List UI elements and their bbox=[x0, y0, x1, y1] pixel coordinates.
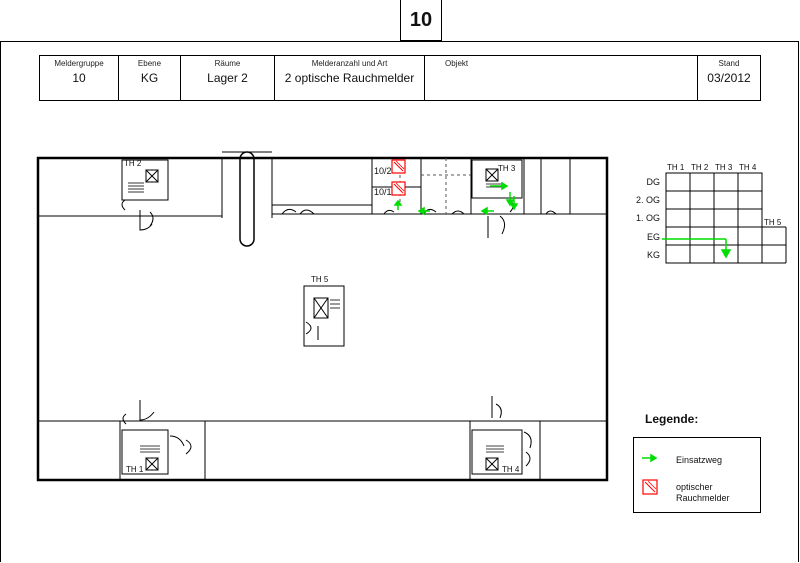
ebene-value: KG bbox=[140, 71, 159, 85]
grid-col-th2: TH 2 bbox=[691, 163, 709, 172]
stair-th3 bbox=[471, 159, 523, 199]
meldergruppe-label: Meldergruppe bbox=[54, 59, 104, 68]
legend-detector-label-1: optischer bbox=[676, 482, 713, 492]
raeume-value: Lager 2 bbox=[207, 71, 248, 85]
lift-th2 bbox=[145, 169, 159, 183]
level-grid bbox=[665, 172, 787, 264]
shaft bbox=[239, 151, 255, 247]
lift-th4 bbox=[485, 457, 499, 471]
legend-box: Einsatzweg optischer Rauchmelder bbox=[633, 437, 761, 513]
raeume-cell: Räume Lager 2 bbox=[181, 56, 275, 100]
page-frame bbox=[0, 41, 799, 562]
label-th2: TH 2 bbox=[124, 159, 142, 168]
detector-label-10-1: 10/1 bbox=[374, 187, 392, 197]
ebene-label: Ebene bbox=[137, 59, 162, 68]
title-block: Meldergruppe 10 Ebene KG Räume Lager 2 M… bbox=[39, 55, 761, 101]
meldergruppe-value: 10 bbox=[72, 71, 86, 85]
stair-th2 bbox=[121, 159, 169, 201]
smoke-detector-10-2-icon bbox=[391, 159, 406, 174]
building-outline bbox=[36, 156, 609, 482]
grid-row-dg: DG bbox=[647, 177, 661, 187]
stair-th1 bbox=[121, 429, 169, 475]
meldergruppe-cell: Meldergruppe 10 bbox=[40, 56, 119, 100]
label-th1: TH 1 bbox=[126, 465, 144, 474]
lift-th5 bbox=[313, 297, 329, 319]
legend-title: Legende: bbox=[645, 412, 699, 426]
melderanzahl-label: Melderanzahl und Art bbox=[311, 59, 388, 68]
stair-th5 bbox=[303, 285, 345, 347]
lift-th3 bbox=[485, 168, 499, 182]
legend-smoke-detector-icon bbox=[642, 479, 658, 495]
melderanzahl-cell: Melderanzahl und Art 2 optische Rauchmel… bbox=[275, 56, 425, 100]
objekt-cell: Objekt bbox=[425, 56, 698, 100]
label-th4: TH 4 bbox=[502, 465, 520, 474]
detector-label-10-2: 10/2 bbox=[374, 166, 392, 176]
legend-route-arrow-icon bbox=[642, 453, 658, 463]
grid-row-1og: 1. OG bbox=[636, 213, 660, 223]
page-number: 10 bbox=[400, 0, 442, 41]
stand-cell: Stand 03/2012 bbox=[698, 56, 760, 100]
melderanzahl-value: 2 optische Rauchmelder bbox=[284, 71, 415, 85]
grid-row-eg: EG bbox=[647, 232, 660, 242]
legend-detector-label-2: Rauchmelder bbox=[676, 493, 730, 503]
lift-th1 bbox=[145, 457, 159, 471]
smoke-detector-10-1-icon bbox=[391, 181, 406, 196]
route-arrows bbox=[393, 181, 519, 216]
stand-value: 03/2012 bbox=[707, 71, 751, 85]
label-th3: TH 3 bbox=[498, 164, 516, 173]
objekt-label: Objekt bbox=[445, 59, 469, 68]
grid-col-th5: TH 5 bbox=[764, 218, 782, 227]
label-th5: TH 5 bbox=[311, 275, 329, 284]
legend-route-label: Einsatzweg bbox=[676, 455, 723, 465]
grid-col-th1: TH 1 bbox=[667, 163, 685, 172]
grid-route-arrow bbox=[662, 238, 732, 259]
grid-col-th4: TH 4 bbox=[739, 163, 757, 172]
raeume-label: Räume bbox=[214, 59, 241, 68]
grid-row-kg: KG bbox=[647, 250, 660, 260]
grid-row-2og: 2. OG bbox=[636, 195, 660, 205]
ebene-cell: Ebene KG bbox=[119, 56, 181, 100]
stand-label: Stand bbox=[718, 59, 740, 68]
stair-th4 bbox=[471, 429, 523, 475]
grid-col-th3: TH 3 bbox=[715, 163, 733, 172]
